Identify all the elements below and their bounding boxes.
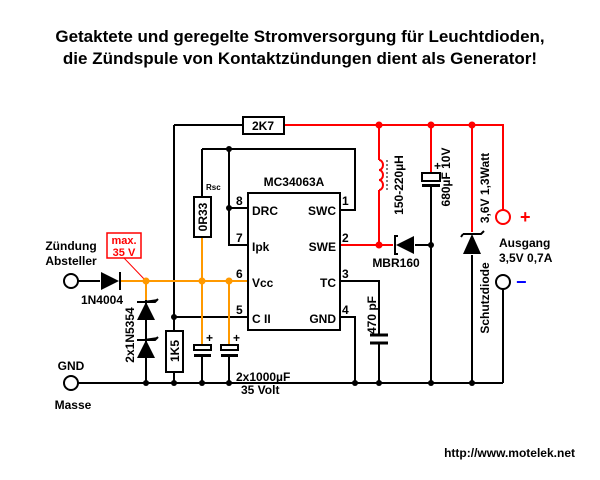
warning-pointer — [123, 257, 147, 282]
zeners-label: 2x1N5354 — [123, 307, 137, 363]
diode-1n4004 — [101, 272, 121, 290]
resistor-2k7-label: 2K7 — [252, 119, 274, 133]
ic-mc34063a — [247, 192, 341, 331]
svg-text:+: + — [233, 331, 240, 345]
pin-num-6: 6 — [236, 267, 243, 281]
pin-num-1: 1 — [342, 194, 349, 208]
input-caps-label: 2x1000µF — [236, 370, 290, 384]
gnd-label: GND — [58, 359, 85, 373]
input-capacitors: ++ — [193, 331, 240, 357]
title-line-2: die Zündspule von Kontaktzündungen dient… — [63, 49, 537, 68]
pin-ipk: Ipk — [252, 240, 270, 254]
input-label-1: Zündung — [45, 239, 96, 253]
vcc-wires — [120, 237, 248, 345]
pin-drc: DRC — [252, 204, 278, 218]
zener-output-label: 3,6V 1,3Watt — [478, 153, 492, 223]
resistor-0r33-label: 0R33 — [196, 202, 210, 231]
pin-num-3: 3 — [342, 267, 349, 281]
output-rating: 3,5V 0,7A — [499, 251, 553, 265]
masse-label: Masse — [55, 398, 92, 412]
inductor-label: 150-220µH — [392, 155, 406, 215]
input-terminal — [63, 273, 79, 289]
output-plus-terminal — [495, 209, 511, 225]
resistor-1k5 — [165, 330, 184, 373]
mbr160-label: MBR160 — [372, 256, 420, 270]
zener-diode-output — [460, 230, 485, 254]
resistor-2k7 — [242, 116, 285, 135]
capacitor-680uf-label: 680µF 10V — [439, 148, 453, 207]
schutzdiode-label: Schutzdiode — [478, 262, 492, 334]
resistor-1k5-label: 1K5 — [168, 340, 182, 362]
website-url: http://www.motelek.net — [444, 446, 575, 460]
output-minus-terminal — [495, 274, 511, 290]
pin-tc: TC — [320, 276, 336, 290]
pin-vcc: Vcc — [252, 276, 274, 290]
pin-swe: SWE — [309, 240, 336, 254]
junction-dots — [142, 121, 476, 386]
pin-gnd: GND — [309, 312, 336, 326]
capacitor-470pf — [370, 333, 388, 345]
resistor-0r33 — [193, 196, 212, 238]
pin-num-4: 4 — [342, 303, 349, 317]
ground-terminal — [63, 375, 79, 391]
svg-text:+: + — [206, 331, 213, 345]
pin-num-2: 2 — [342, 231, 349, 245]
ic-label: MC34063A — [264, 175, 325, 189]
black-wires — [78, 124, 504, 384]
pin-cii: C II — [252, 312, 271, 326]
minus-sign: − — [516, 272, 527, 292]
pin-num-8: 8 — [236, 194, 243, 208]
input-caps-voltage: 35 Volt — [241, 383, 279, 397]
input-label-2: Absteller — [45, 254, 97, 268]
max-voltage-box — [106, 232, 142, 259]
rsc-label: Rsc — [206, 183, 221, 192]
diode-1n4004-label: 1N4004 — [81, 293, 123, 307]
ic-pins: DRC Ipk Vcc C II SWC SWE TC GND 8 7 6 5 … — [236, 194, 349, 326]
capacitor-470pf-label: 470 pF — [365, 296, 379, 334]
max-voltage: 35 V — [113, 247, 136, 259]
plus-sign: + — [520, 207, 531, 227]
pin-num-7: 7 — [236, 231, 243, 245]
output-positive-wires — [284, 124, 504, 246]
capacitor-680uf: + — [421, 159, 441, 187]
schottky-diode-mbr160 — [394, 235, 414, 255]
svg-text:+: + — [434, 159, 441, 173]
inductor — [378, 159, 384, 191]
pin-num-5: 5 — [236, 303, 243, 317]
output-label: Ausgang — [499, 236, 550, 250]
pin-swc: SWC — [308, 204, 336, 218]
zener-diodes-input — [137, 298, 159, 358]
max-label: max. — [111, 235, 136, 247]
title-line-1: Getaktete und geregelte Stromversorgung … — [55, 27, 544, 46]
